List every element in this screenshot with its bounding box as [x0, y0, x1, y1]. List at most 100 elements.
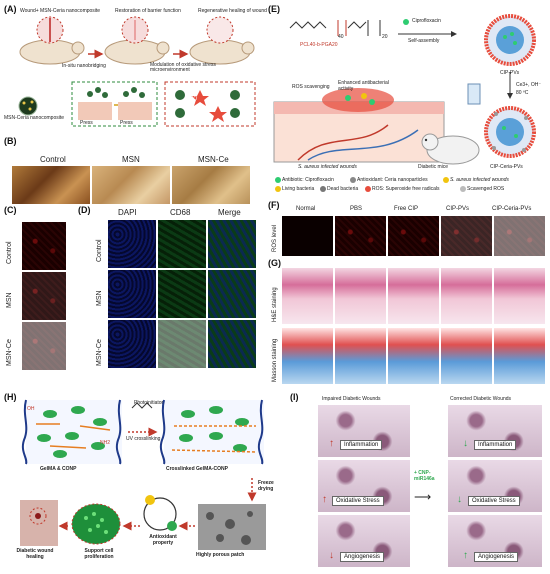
panel-e-ros: ROS scavenging: [292, 84, 330, 90]
panel-e-cipro: Ciprofloxacin: [412, 18, 441, 24]
panel-d-label: (D): [78, 205, 91, 215]
panel-e-label: (E): [268, 4, 280, 14]
panel-c-row-control: Control: [6, 241, 13, 264]
panel-d-cd68-control: [158, 220, 206, 268]
panel-e-legend-5: Dead bacteria: [327, 186, 359, 192]
panel-c-row-msn: MSN: [6, 292, 13, 308]
panel-d-dapi-msn-ce: [108, 320, 156, 368]
panel-i-down-arrow-3-icon: ↓: [457, 494, 462, 505]
panel-i-treat-arrow-icon: ⟶: [414, 490, 432, 504]
panel-e-n20: 20: [382, 34, 388, 40]
panel-i-left-angiogenesis-tag: Angiogenesis: [340, 552, 385, 562]
panel-f-col-free-cip: Free CIP: [394, 206, 419, 212]
panel-g-row-he: H&E staining: [272, 287, 278, 322]
panel-e-legend-7: Scavenged ROS: [467, 186, 505, 192]
panel-d-row-control: Control: [96, 239, 103, 262]
panel-f-image-pbs: [335, 216, 386, 256]
panel-e-selfassembly: Self-assembly: [408, 38, 440, 44]
bottle-icon: [467, 83, 481, 105]
panel-i-left-inflammation-tag: Inflammation: [340, 440, 383, 450]
panel-e-legend-6: ROS: Superoxide free radicals: [372, 186, 440, 192]
panel-e-ceriapvs: CIP-Ceria-PVs: [490, 164, 523, 170]
panel-d-merge-msn: [208, 270, 256, 318]
panel-f-image-cip-pvs: [441, 216, 492, 256]
panel-e-wounds: S. aureus infected wounds: [298, 164, 357, 170]
panel-g-he-cip-ceria-pvs: [494, 268, 545, 324]
panel-c-image-msn-ce: [22, 322, 66, 370]
panel-g-row-masson: Masson staining: [272, 338, 278, 382]
diabetic-wound-image: [20, 500, 58, 546]
panel-c-image-control: [22, 222, 66, 270]
panel-g-he-cip-pvs: [441, 268, 492, 324]
panel-i-left-title: Impaired Diabetic Wounds: [322, 396, 381, 402]
panel-a-figure: [10, 10, 260, 130]
panel-e-legend-4: Living bacteria: [282, 186, 315, 192]
panel-d-col-merge: Merge: [218, 208, 241, 217]
panel-b-col-msn: MSN: [122, 155, 140, 164]
panel-i-up-arrow-1-icon: ↑: [329, 438, 334, 449]
panel-i-right-angiogenesis-tag: Angiogenesis: [474, 552, 519, 562]
panel-f-col-cip-pvs: CIP-PVs: [446, 206, 470, 212]
cip-pvs-vesicle-icon: [484, 14, 536, 66]
panel-i-label: (I): [290, 392, 299, 402]
panel-i-right-title: Corrected Diabetic Wounds: [450, 396, 512, 402]
panel-i-treat: + CNP-miR146a: [414, 470, 435, 482]
panel-e-legend-2: Antioxidant: Ceria nanoparticles: [357, 177, 428, 183]
panel-b-label: (B): [4, 136, 17, 146]
panel-h-photo: Photoinitiator: [134, 400, 164, 406]
panel-h-support: Support cell proliferation: [84, 548, 114, 560]
panel-a-text-barrier: Restoration of barrier function: [115, 8, 181, 14]
panel-e-schematic: [273, 14, 536, 192]
panel-a-press-2: Press: [120, 120, 133, 126]
panel-a-text-nanobridging: In-situ nanobridging: [62, 63, 106, 69]
panel-d-merge-control: [208, 220, 256, 268]
panel-g-ms-cip-pvs: [441, 328, 492, 384]
panel-e-mice: Diabetic mice: [418, 164, 449, 170]
panel-a-text-regenerative: Regenerative healing of wound: [198, 8, 267, 14]
panel-g-ms-free-cip: [388, 328, 439, 384]
panel-a-schematic: [18, 16, 256, 127]
panel-a-text-msn-ceria: MSN-Ceria nanocomposite: [4, 115, 65, 121]
panel-d-dapi-control: [108, 220, 156, 268]
panel-g-he-free-cip: [388, 268, 439, 324]
panel-g-ms-normal: [282, 328, 333, 384]
panel-i-up-arrow-2-icon: ↑: [322, 494, 327, 505]
mouse-3-icon: [189, 39, 255, 65]
panel-i-down-arrow-1-icon: ↓: [329, 550, 334, 561]
panel-c-label: (C): [4, 205, 17, 215]
panel-g-ms-pbs: [335, 328, 386, 384]
panel-g-label: (G): [268, 258, 281, 268]
panel-h-cross: Crosslinked GelMA-CONP: [166, 466, 228, 472]
panel-b-photo-msn-ce: [172, 166, 250, 204]
cell-proliferation-image: [71, 503, 121, 545]
panel-e-cip-pvs: CIP-PVs: [500, 70, 520, 76]
panel-c-row-msn-ce: MSN-Ce: [6, 339, 13, 366]
panel-d-col-cd68: CD68: [170, 208, 191, 217]
panel-a-h2o: H2O: [187, 96, 198, 102]
panel-e-legend-3: S. aureus infected wounds: [450, 177, 509, 183]
panel-f-col-cip-ceria-pvs: CIP-Ceria-PVs: [492, 206, 532, 212]
panel-b-photo-control: [12, 166, 90, 204]
panel-e-polymer: PCL40-b-PGA20: [300, 42, 338, 48]
panel-d-merge-msn-ce: [208, 320, 256, 368]
panel-f-col-normal: Normal: [296, 206, 316, 212]
panel-e-legend-1: Antibiotic: Ciprofloxacin: [282, 177, 334, 183]
panel-h-oh: OH: [27, 406, 35, 412]
diabetic-mouse-icon: [421, 133, 480, 165]
panel-g-ms-cip-ceria-pvs: [494, 328, 545, 384]
panel-c-image-msn: [22, 272, 66, 320]
panel-h-freeze: Freeze drying: [258, 480, 274, 492]
panel-h-antiox: Antioxidant property: [149, 534, 177, 546]
panel-f-image-normal: [282, 216, 333, 256]
panel-d-row-msn: MSN: [96, 290, 103, 306]
panel-h-porous: Highly porous patch: [196, 552, 245, 558]
panel-e-n40: 40: [338, 34, 344, 40]
panel-i-left-oxidative-tag: Oxidative Stress: [332, 496, 384, 506]
panel-e-enh: Enhanced antibacterial activity: [338, 80, 389, 92]
mouse-2-icon: [104, 39, 170, 65]
mouse-1-icon: [19, 39, 85, 65]
panel-b-col-msn-ce: MSN-Ce: [198, 155, 229, 164]
panel-h-label: (H): [4, 392, 17, 402]
panel-a-text-modulation: Modulation of oxidative stress microenvi…: [150, 62, 216, 73]
cip-ceria-pvs-vesicle-icon: [484, 106, 536, 158]
